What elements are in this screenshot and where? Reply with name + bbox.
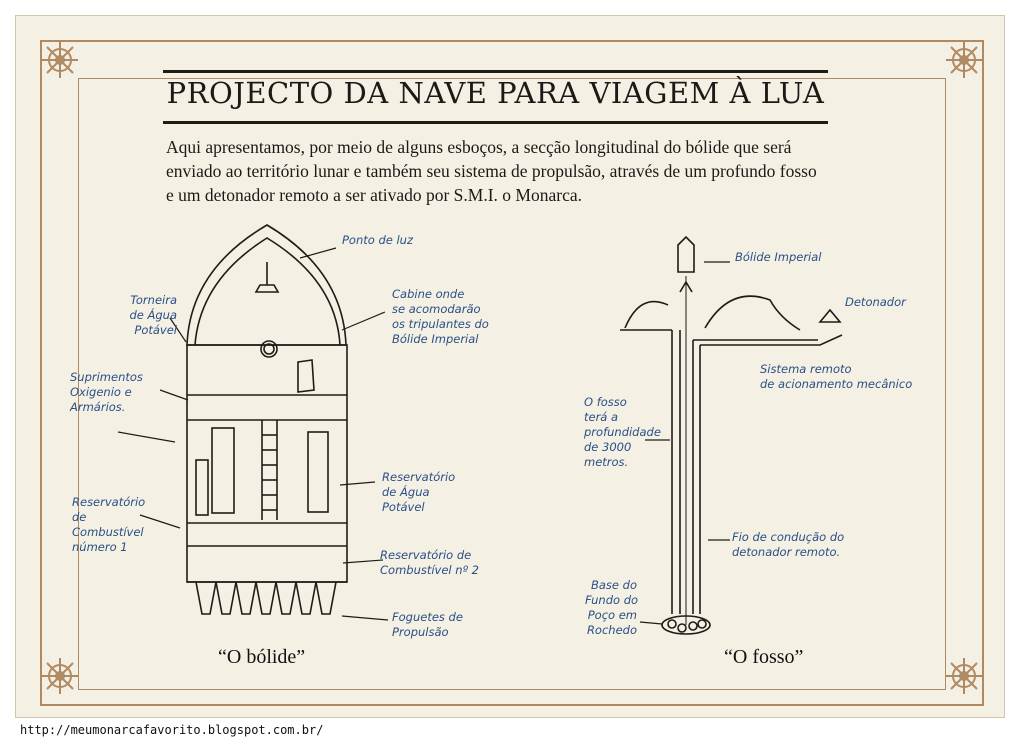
note-torneira: Torneira de Água Potável [95,293,177,338]
caption-fosso: “O fosso” [724,646,803,669]
footer-url: http://meumonarcafavorito.blogspot.com.b… [20,723,323,737]
note-suprimentos: Suprimentos Oxigenio e Armários. [70,370,143,415]
note-cabine: Cabine onde se acomodarão os tripulantes… [392,287,489,347]
note-foguetes: Foguetes de Propulsão [392,610,463,640]
caption-bolide: “O bólide” [218,646,305,669]
note-reservatorio-2: Reservatório de Combustível nº 2 [380,548,479,578]
note-ponto-luz: Ponto de luz [342,233,413,248]
bolide-drawing [187,225,347,614]
note-reservatorio-1: Reservatório de Combustível número 1 [72,495,145,555]
note-profundidade: O fosso terá a profundidade de 3000 metr… [584,395,661,470]
note-fio: Fio de condução do detonador remoto. [732,530,844,560]
note-base: Base do Fundo do Poço em Rochedo [585,578,637,638]
note-detonador: Detonador [845,295,906,310]
note-sistema: Sistema remoto de acionamento mecânico [760,362,912,392]
note-reservatorio-agua: Reservatório de Água Potável [382,470,455,515]
note-bolide-imperial: Bólide Imperial [735,250,821,265]
